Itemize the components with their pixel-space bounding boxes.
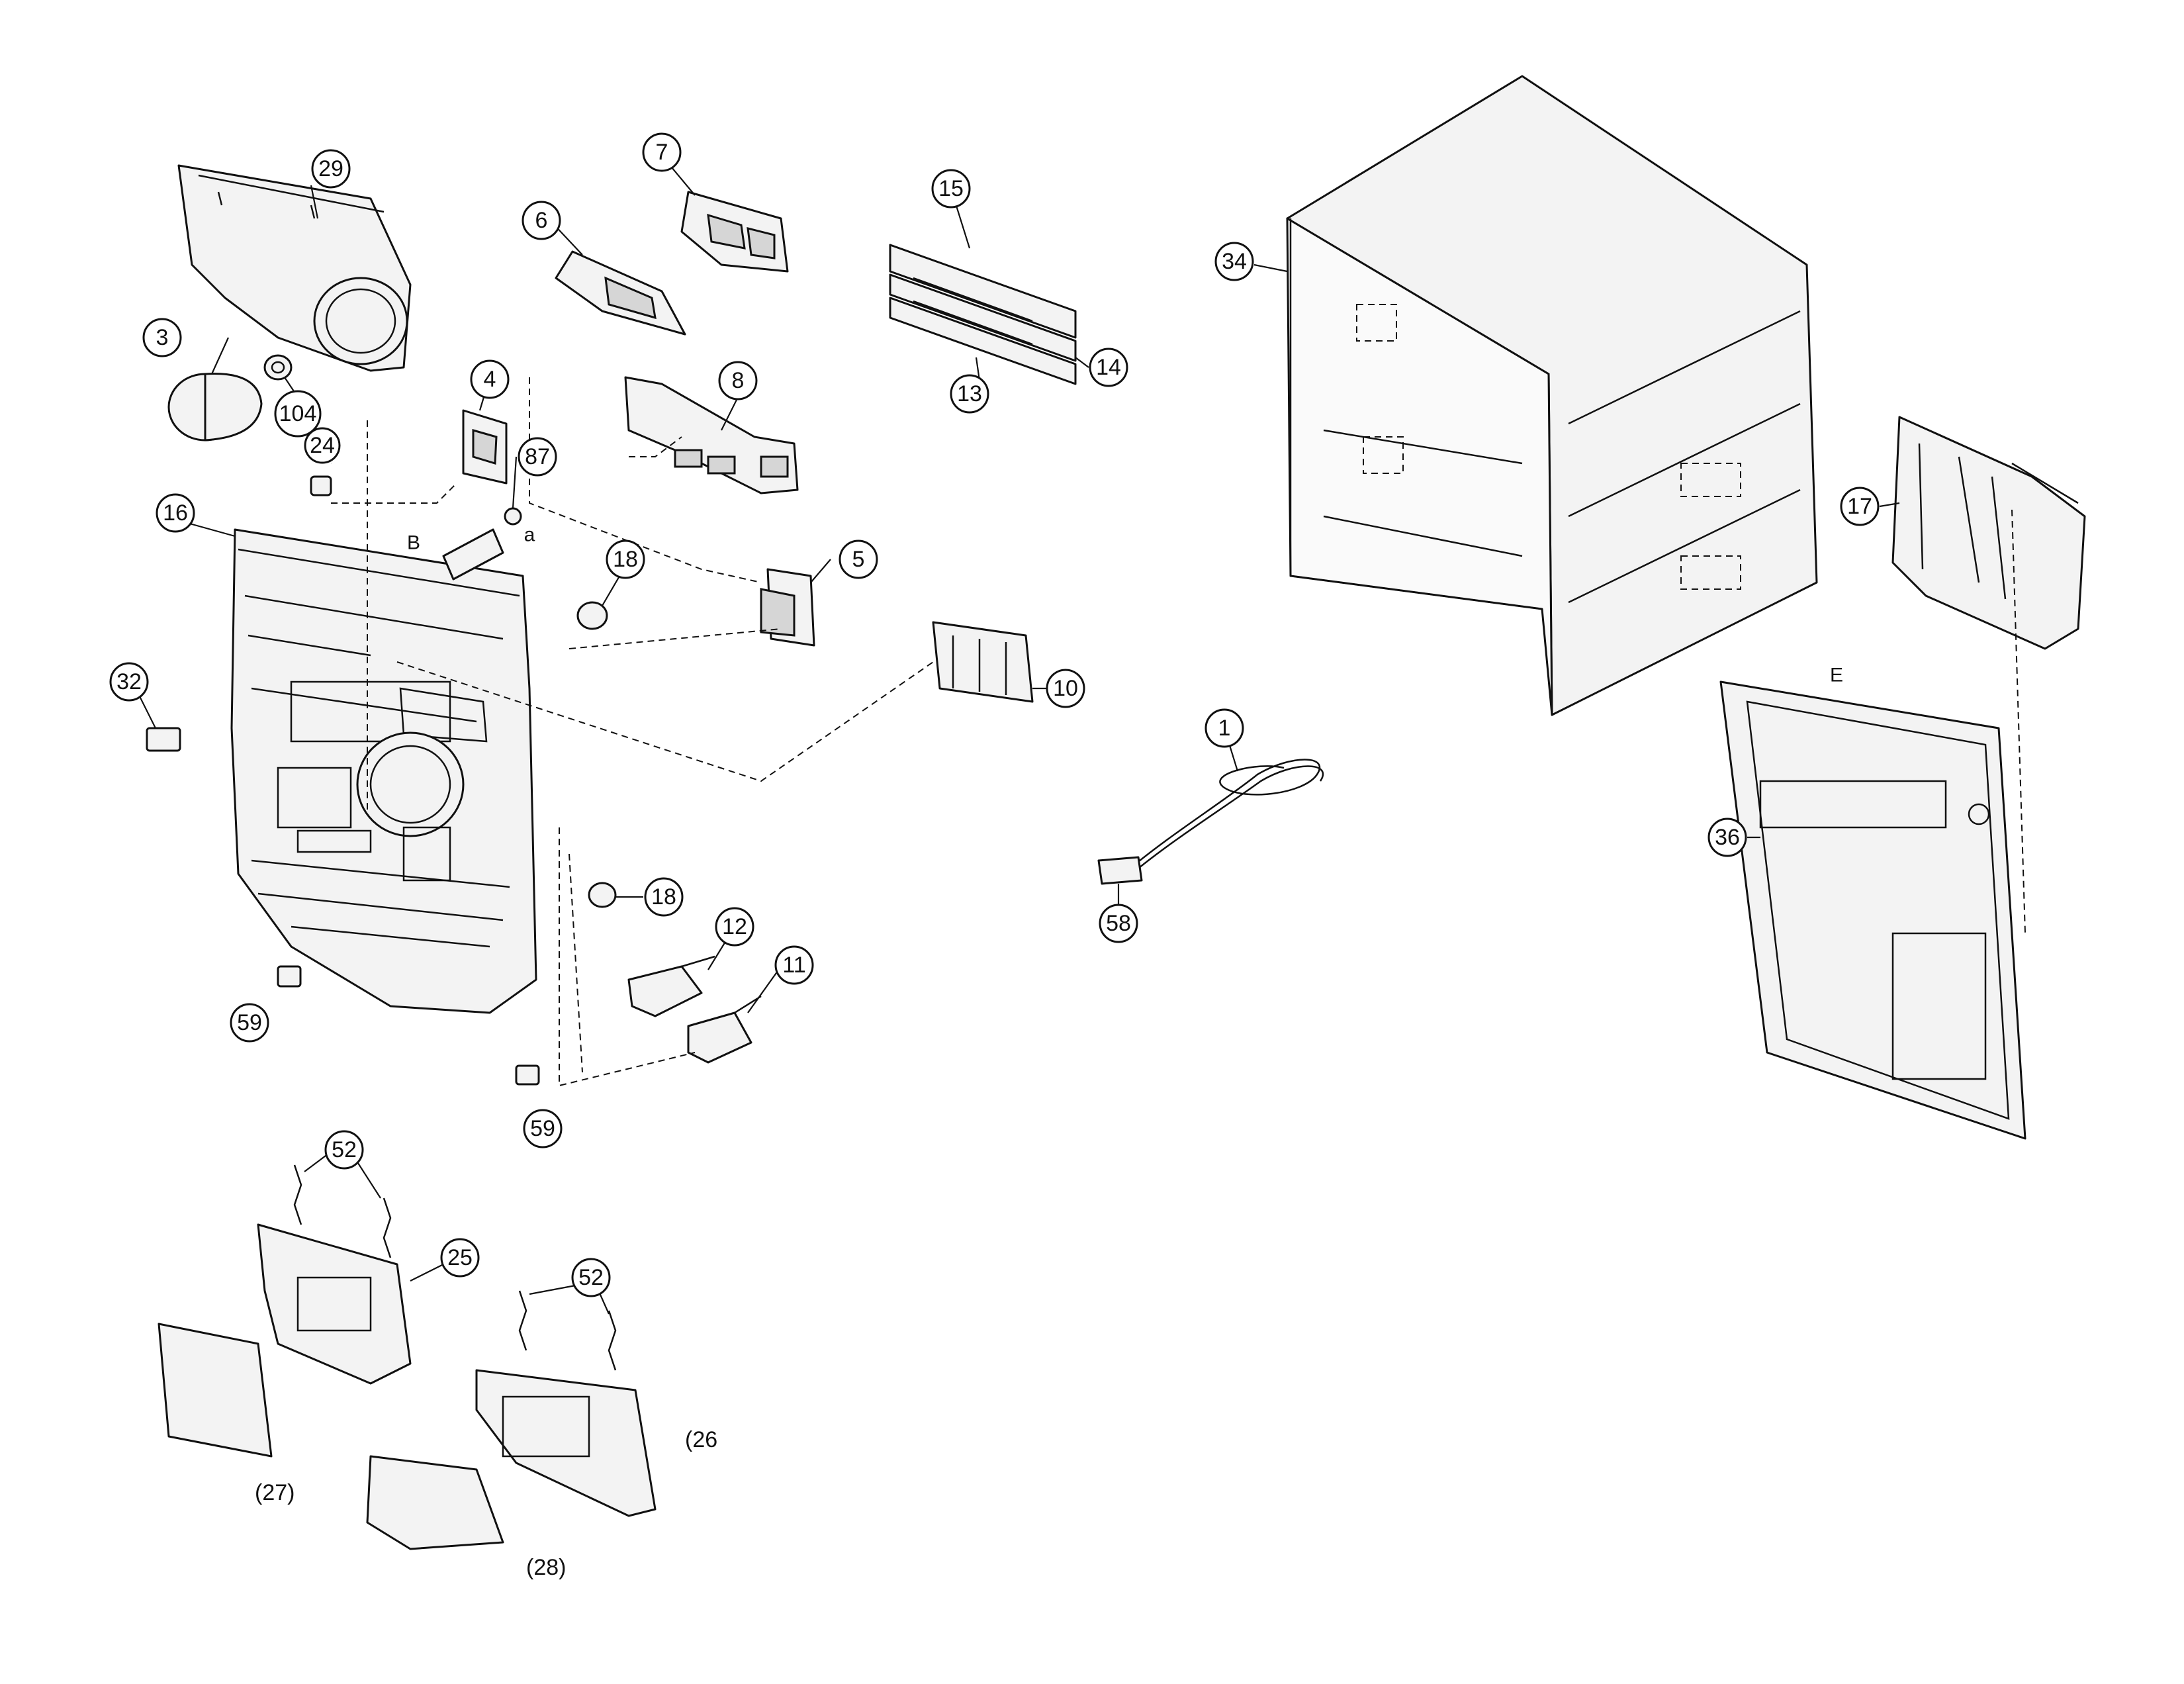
callout-18-upper-label: 18 [613, 547, 638, 572]
part-28-cover [366, 1455, 504, 1550]
callout-87: 87 [518, 437, 557, 477]
callout-18-upper: 18 [606, 539, 645, 579]
callout-29-label: 29 [318, 156, 343, 181]
callout-59-right: 59 [523, 1109, 563, 1148]
part-18-clip-lower [588, 882, 617, 908]
callout-27-label: (27) [255, 1480, 295, 1505]
callout-8: 8 [718, 361, 758, 400]
callout-58: 58 [1099, 904, 1138, 943]
part-7-switch-block [680, 191, 789, 273]
callout-24-label: 24 [310, 433, 335, 458]
callout-8-label: 8 [732, 368, 745, 393]
callout-25: 25 [440, 1238, 480, 1278]
reference-letter-e: E [1830, 665, 1843, 686]
part-36-rear-panel [1719, 680, 2026, 1140]
callout-17: 17 [1840, 487, 1880, 526]
callout-10-label: 10 [1053, 676, 1078, 701]
callout-5: 5 [839, 539, 878, 579]
callout-16: 16 [156, 493, 195, 533]
part-8-button-strip [624, 376, 799, 494]
callout-52-right: 52 [571, 1258, 611, 1297]
part-11-lever [687, 995, 762, 1064]
callout-59-left-label: 59 [237, 1010, 262, 1035]
callout-32-label: 32 [116, 669, 142, 694]
callout-29: 29 [311, 149, 351, 189]
part-18-clip-upper [576, 601, 608, 630]
part-26-cassette-door [475, 1369, 657, 1517]
callout-7: 7 [642, 132, 682, 172]
callout-52-right-label: 52 [578, 1265, 604, 1290]
callout-12-label: 12 [722, 914, 747, 939]
callout-25-label: 25 [447, 1245, 473, 1270]
part-25-cassette-door [257, 1223, 412, 1385]
callout-16-label: 16 [163, 500, 188, 526]
callout-34-label: 34 [1222, 249, 1247, 274]
callout-15: 15 [931, 169, 971, 209]
reference-letter-a: a [524, 524, 535, 546]
callout-14-label: 14 [1096, 355, 1121, 380]
callout-17-label: 17 [1847, 494, 1872, 519]
callout-6: 6 [522, 201, 561, 240]
callout-3-label: 3 [156, 325, 169, 350]
callout-36-label: 36 [1715, 825, 1740, 850]
callout-58-label: 58 [1106, 911, 1131, 936]
part-1-power-cord [1131, 759, 1324, 874]
callout-12: 12 [715, 907, 754, 947]
part-29-upper-panel [177, 164, 412, 372]
callout-6-label: 6 [535, 208, 548, 233]
part-52-springs-right [518, 1290, 617, 1371]
part-59-foot-right [515, 1064, 540, 1086]
callout-15-label: 15 [938, 176, 964, 201]
callout-1: 1 [1205, 708, 1244, 748]
callout-36: 36 [1707, 818, 1747, 857]
callout-59-left: 59 [230, 1003, 269, 1043]
part-27-cover [158, 1323, 273, 1458]
callout-5-label: 5 [852, 547, 865, 572]
part-34-cabinet-cover [1286, 75, 1818, 716]
callout-52-left-label: 52 [332, 1137, 357, 1162]
part-16-front-chassis [230, 528, 537, 1014]
callout-18-lower: 18 [644, 877, 684, 917]
callout-13-label: 13 [957, 381, 982, 406]
callout-14: 14 [1089, 348, 1128, 387]
callout-26-label: (26 [685, 1427, 717, 1452]
callout-11: 11 [774, 945, 814, 985]
part-59-foot-left [277, 965, 302, 988]
callout-11-label: 11 [782, 953, 805, 978]
reference-letter-b: B [407, 532, 420, 554]
callout-32: 32 [109, 662, 149, 702]
callout-1-label: 1 [1218, 716, 1231, 741]
callout-24: 24 [304, 427, 341, 464]
part-52-springs-left [293, 1164, 392, 1258]
part-24-clip [310, 475, 332, 496]
part-104-washer [263, 354, 293, 381]
callout-13: 13 [950, 374, 989, 414]
callout-4-label: 4 [484, 367, 496, 392]
part-15-14-13-button-strips [889, 244, 1077, 385]
callout-18-lower-label: 18 [651, 884, 676, 910]
callout-104-label: 104 [279, 401, 317, 426]
part-17-housing [1891, 416, 2086, 650]
part-58-plug [1097, 856, 1143, 885]
callout-7-label: 7 [656, 140, 668, 165]
callout-59-right-label: 59 [530, 1116, 555, 1141]
part-4-module [462, 409, 508, 485]
part-12-lever [627, 955, 715, 1017]
callout-4: 4 [470, 359, 510, 399]
callout-87-label: 87 [525, 444, 550, 469]
part-10-connector [932, 621, 1034, 703]
callout-104: 104 [274, 390, 322, 438]
callout-28-label: (28) [526, 1555, 566, 1580]
callout-10: 10 [1046, 669, 1085, 708]
callout-34: 34 [1214, 242, 1254, 281]
part-6-bracket [555, 250, 686, 336]
part-32-clip [146, 727, 181, 752]
part-5-knob-block [760, 568, 815, 647]
callout-52-left: 52 [324, 1130, 364, 1170]
callout-3: 3 [142, 318, 182, 357]
part-3-knob [167, 373, 263, 442]
